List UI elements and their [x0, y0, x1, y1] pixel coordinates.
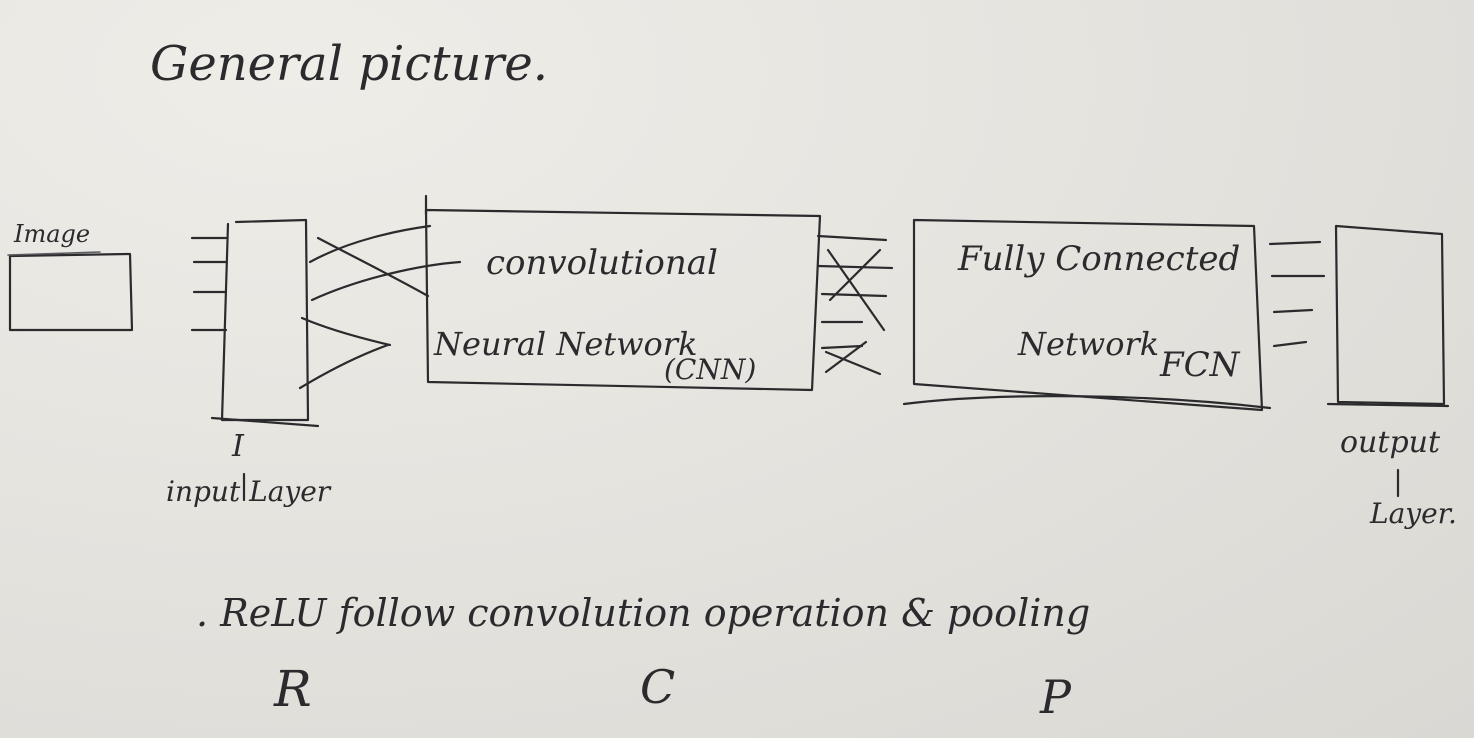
letter-p: P [1040, 670, 1071, 724]
mid-cross-1 [826, 248, 886, 332]
output-layer-label-line1: output [1340, 425, 1441, 460]
input-layer-box [220, 218, 310, 422]
input-symbol: I [232, 429, 244, 464]
output-base [1326, 402, 1450, 408]
cnn-label-line1: convolutional [486, 243, 718, 283]
fcn-box [912, 218, 1264, 412]
conn-2 [316, 236, 430, 298]
cnn-box [424, 208, 822, 392]
mid-cross-2 [828, 248, 882, 302]
out-tick-4 [1272, 340, 1308, 348]
input-layer-label: input Layer [166, 475, 331, 508]
fcn-base [902, 395, 1272, 410]
mid-cross-3 [824, 350, 882, 376]
output-layer-label-line2: Layer. [1370, 497, 1457, 530]
mid-3 [820, 292, 888, 298]
fcn-abbreviation: FCN [1160, 345, 1240, 385]
page-title: General picture. [150, 36, 549, 92]
image-box [8, 252, 134, 332]
letter-r: R [274, 660, 312, 718]
fcn-label-line1: Fully Connected [958, 239, 1241, 279]
cnn-label-line2: Neural Network [434, 325, 698, 363]
conn-3 [310, 260, 462, 302]
fcn-label-line2: Network [1018, 325, 1160, 363]
letter-c: C [640, 660, 676, 714]
conn-4 [300, 316, 392, 347]
relu-note: . ReLU follow convolution operation & po… [196, 591, 1091, 635]
out-tick-3 [1272, 308, 1314, 314]
output-layer-box [1334, 224, 1446, 406]
mid-2 [816, 264, 894, 270]
conn-5 [298, 343, 390, 390]
mid-1 [816, 234, 888, 242]
image-label: Image [14, 220, 91, 248]
out-tick-1 [1268, 240, 1322, 246]
mid-5 [820, 344, 864, 350]
cnn-abbreviation: (CNN) [664, 353, 757, 386]
input-base [210, 416, 320, 428]
image-underline [7, 251, 101, 256]
mid-cross-4 [824, 340, 868, 374]
conn-1 [308, 224, 432, 264]
